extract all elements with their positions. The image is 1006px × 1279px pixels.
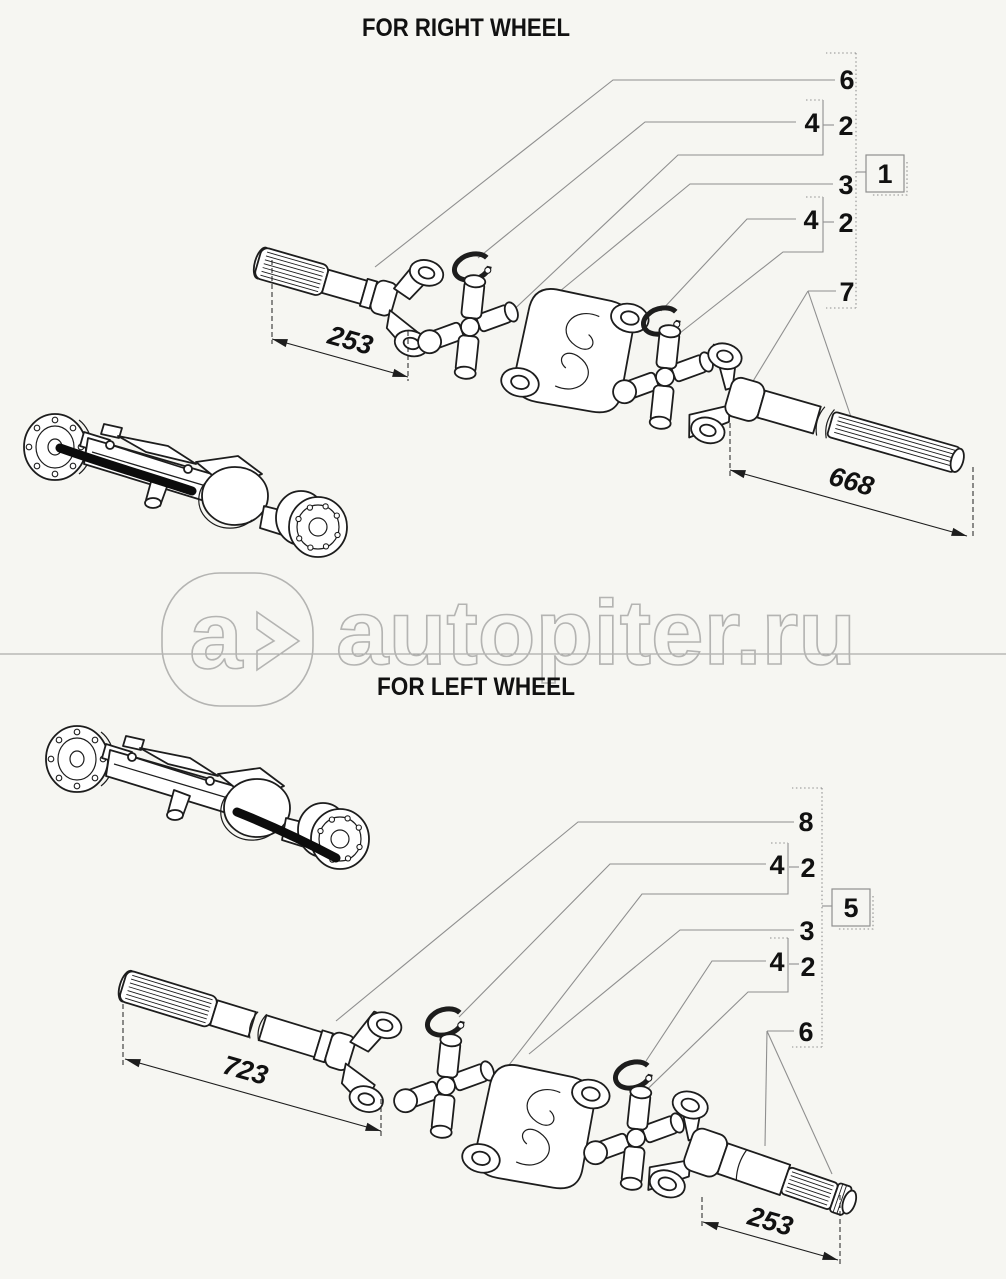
right-axle-assembly: [23, 413, 348, 558]
left-stub-shaft: [647, 1090, 858, 1216]
watermark-logo-blob: [161, 572, 314, 707]
left-axle-assembly: [45, 725, 370, 870]
callout-left-spider-1: 2: [800, 853, 815, 883]
dimension-723: 723: [122, 1004, 382, 1137]
callout-shaft-assembly: 6: [839, 65, 854, 95]
highlighted-left-shaft: [232, 807, 341, 863]
assembly-ref-label-5: 5: [843, 893, 858, 923]
right-spider-1: [413, 273, 522, 381]
dim-label-253-right: 253: [324, 320, 376, 361]
callout-stub-shaft: 6: [798, 1017, 813, 1047]
callout-left-housing: 3: [799, 916, 814, 946]
callout-spider-2: 2: [838, 208, 853, 238]
callout-housing: 3: [838, 170, 853, 200]
callout-spider-1: 2: [838, 111, 853, 141]
callout-snap-ring-1: 4: [804, 108, 819, 138]
right-callout-leaders: [374, 52, 866, 418]
left-callout-leaders: [335, 787, 833, 1175]
dim-label-723: 723: [220, 1050, 271, 1091]
callout-snap-ring-2: 4: [803, 205, 818, 235]
left-wheel-title: FOR LEFT WHEEL: [377, 673, 575, 701]
watermark-arrow-icon: [256, 610, 301, 672]
watermark: a autopiter.ru: [0, 572, 1006, 707]
callout-left-snap-ring-2: 4: [769, 947, 784, 977]
callout-left-spider-2: 2: [800, 952, 815, 982]
callout-left-snap-ring-1: 4: [769, 850, 784, 880]
right-long-shaft: [688, 342, 965, 473]
assembly-ref-label: 1: [877, 159, 892, 189]
dim-label-668: 668: [826, 461, 877, 502]
assembly-ref-box-5: 5: [831, 888, 874, 930]
right-wheel-title: FOR RIGHT WHEEL: [362, 14, 570, 42]
callout-long-shaft: 7: [839, 277, 854, 307]
watermark-logo-letter: a: [189, 582, 243, 689]
callout-long-shaft-assembly: 8: [798, 807, 813, 837]
assembly-ref-box-1: 1: [865, 154, 908, 196]
highlighted-right-shaft: [55, 443, 197, 496]
watermark-brand: autopiter.ru: [336, 582, 856, 684]
